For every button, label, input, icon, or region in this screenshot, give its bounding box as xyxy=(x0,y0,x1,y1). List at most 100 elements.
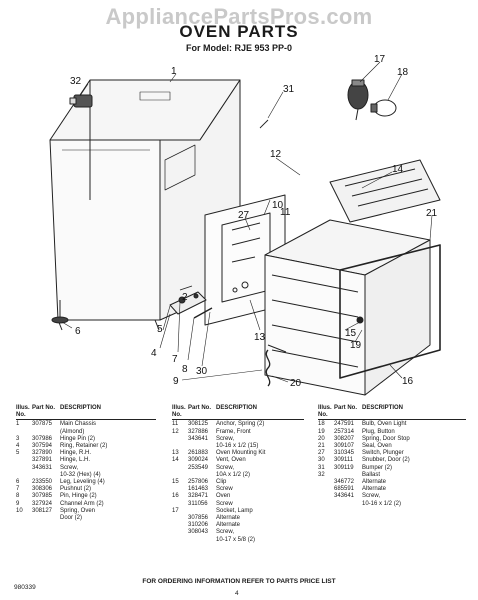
description-cell: 10A x 1/2 (2) xyxy=(216,471,251,478)
description-cell: Frame, Front xyxy=(216,428,251,435)
description-cell: 10-16 x 1/2 (2) xyxy=(362,500,402,507)
description-cell: Switch, Plunger xyxy=(362,450,404,457)
table-row: 10A x 1/2 (2) xyxy=(172,472,304,479)
header-part: Part No. xyxy=(334,405,358,411)
description-cell: Hinge Pin (2) xyxy=(60,435,96,442)
header-part: Part No. xyxy=(188,405,212,411)
oven-cavity-drawing xyxy=(264,219,441,396)
description-cell: Main Chassis xyxy=(60,421,97,428)
lamp-socket-drawing xyxy=(347,79,369,121)
callout-16: 16 xyxy=(402,376,414,387)
illus-cell: 20 xyxy=(318,435,325,442)
description-cell: Anchor, Spring (2) xyxy=(216,421,265,428)
description-cell: Screw, xyxy=(216,529,235,536)
part-number-cell: 685591 xyxy=(334,486,355,493)
illus-cell xyxy=(318,479,334,486)
document-code: 980339 xyxy=(14,584,36,591)
part-number-cell: 308043 xyxy=(188,529,209,536)
part-number-cell: 247591 xyxy=(334,421,355,428)
description-cell: Bumper (2) xyxy=(362,464,393,471)
ballast-drawing xyxy=(69,94,93,108)
description-cell: Screw, xyxy=(362,493,381,500)
ordering-note: FOR ORDERING INFORMATION REFER TO PARTS … xyxy=(142,578,336,585)
table-row: 10-16 x 1/2 (15) xyxy=(172,443,304,450)
callout-6: 6 xyxy=(75,326,81,337)
model-line: For Model: RJE 953 PP-0 xyxy=(185,43,293,53)
part-number-cell: 307594 xyxy=(32,443,53,450)
part-number-cell: 308306 xyxy=(32,486,53,493)
description-cell: 10-32 (Hex) (4) xyxy=(60,471,101,478)
description-cell: Screw xyxy=(216,500,233,507)
callout-27: 27 xyxy=(238,210,250,221)
table-row: 308043 Screw, xyxy=(172,529,304,536)
description-cell: Oven Mounting Kit xyxy=(216,450,266,457)
illus-cell xyxy=(172,436,188,443)
callout-19: 19 xyxy=(350,340,362,351)
illus-cell: 10 xyxy=(16,507,23,514)
description-cell: Bulb, Oven Light xyxy=(362,421,407,428)
illus-cell xyxy=(16,472,32,479)
part-number-cell: 307875 xyxy=(32,421,53,428)
part-number-cell: 309111 xyxy=(334,457,354,464)
leader-lines xyxy=(61,61,433,383)
illus-cell: 6 xyxy=(16,479,20,486)
description-cell: Channel Arm (2) xyxy=(60,500,104,507)
part-number-cell: 346772 xyxy=(334,479,355,486)
part-number-cell xyxy=(334,501,362,508)
description-cell: Socket, Lamp xyxy=(216,507,253,514)
illus-cell: 11 xyxy=(172,421,179,428)
callout-10: 10 xyxy=(272,200,284,211)
description-cell: 10-17 x 5/8 (2) xyxy=(216,536,256,543)
illus-cell: 13 xyxy=(172,450,179,457)
description-cell: Spring, Door Stop xyxy=(362,435,410,442)
part-number-cell xyxy=(334,472,362,479)
illus-cell xyxy=(16,457,32,464)
callout-20: 20 xyxy=(290,378,302,389)
part-number-cell: 307856 xyxy=(188,515,209,522)
illus-cell xyxy=(172,465,188,472)
illus-cell xyxy=(172,515,188,522)
description-cell: Oven xyxy=(216,493,231,500)
illus-cell: 15 xyxy=(172,479,179,486)
description-cell: Seal, Oven xyxy=(362,443,392,450)
part-number-cell: 308125 xyxy=(188,421,209,428)
part-number-cell: 310206 xyxy=(188,522,209,529)
part-number-cell: 327886 xyxy=(188,428,209,435)
illus-cell: 16 xyxy=(172,493,179,500)
part-number-cell: 327891 xyxy=(32,457,53,464)
table-row: 10-17 x 5/8 (2) xyxy=(172,537,304,544)
part-number-cell: 309107 xyxy=(334,443,355,450)
part-number-cell: 307985 xyxy=(32,493,53,500)
oven-vent-drawing xyxy=(329,159,441,223)
part-number-cell: 309024 xyxy=(188,457,209,464)
parts-list: 11 308125 Anchor, Spring (2) 12 327886 Frame,… xyxy=(172,421,304,543)
illus-cell: 30 xyxy=(318,457,325,464)
illus-cell: 12 xyxy=(172,428,179,435)
description-cell: Clip xyxy=(216,479,227,486)
description-cell: Ballast xyxy=(362,471,381,478)
oven-light-bulb-drawing xyxy=(370,99,397,117)
callout-9: 9 xyxy=(173,376,179,387)
illus-cell xyxy=(16,515,32,522)
description-cell: (Almond) xyxy=(60,428,85,435)
part-number-cell xyxy=(188,443,216,450)
illus-cell: 19 xyxy=(318,428,325,435)
